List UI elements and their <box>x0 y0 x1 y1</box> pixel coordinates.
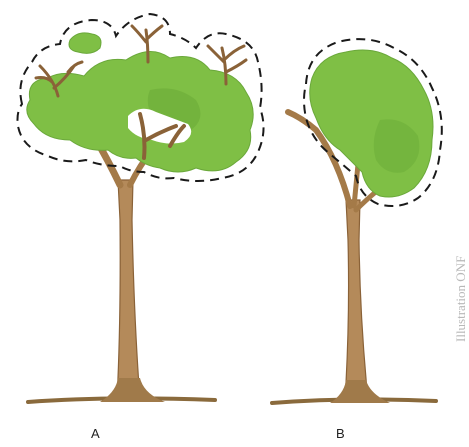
tree-a-label: A <box>91 426 100 441</box>
tree-b-crown <box>310 50 433 197</box>
tree-a-crown-clump <box>69 33 101 53</box>
tree-b <box>272 39 442 403</box>
tree-b-roots <box>330 380 390 403</box>
tree-a-trunk <box>117 180 140 400</box>
tree-a-roots <box>100 378 165 402</box>
illustration-credit: Illustration ONF <box>453 256 469 342</box>
tree-b-trunk <box>345 200 368 400</box>
tree-b-label: B <box>336 426 345 441</box>
tree-a <box>18 14 264 402</box>
